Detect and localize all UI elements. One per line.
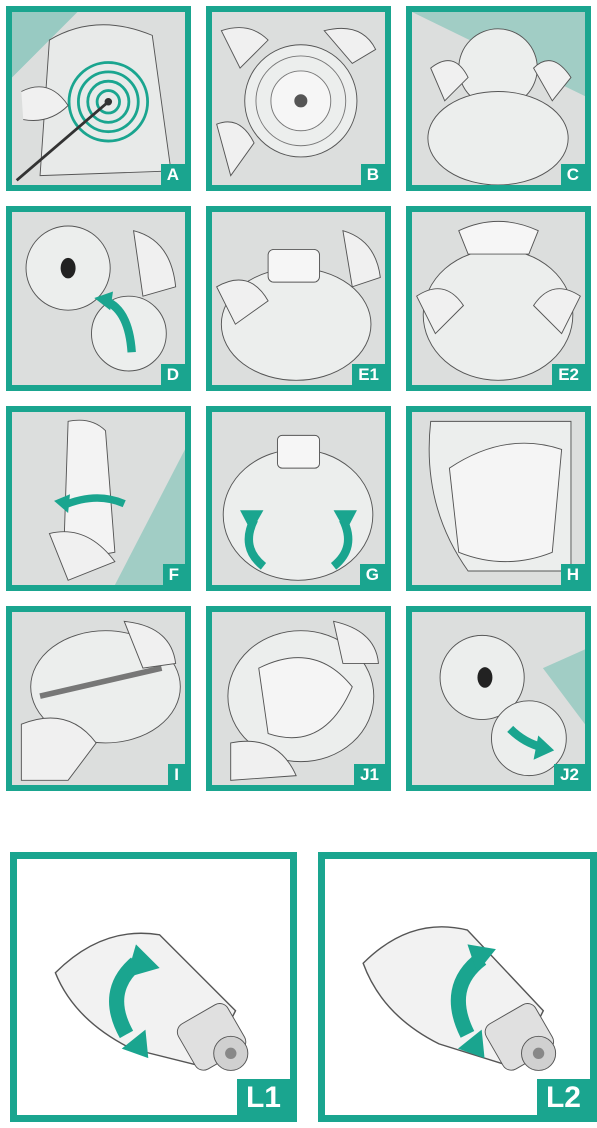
step-label-l1: L1 — [237, 1079, 290, 1115]
step-label-f: F — [163, 564, 185, 585]
step-d-panel: D — [6, 206, 191, 391]
cap-removal-illustration — [12, 612, 185, 785]
step-label-b: B — [361, 164, 385, 185]
lock-ring-illustration — [12, 212, 185, 385]
step-f-panel: F — [6, 406, 191, 591]
step-e2-panel: E2 — [406, 206, 591, 391]
closure-fold-illustration — [12, 412, 185, 585]
step-label-j2: J2 — [554, 764, 585, 785]
step-label-j1: J1 — [354, 764, 385, 785]
step-a-panel: A — [6, 6, 191, 191]
step-label-e2: E2 — [552, 364, 585, 385]
step-label-l2: L2 — [537, 1079, 590, 1115]
step-label-h: H — [561, 564, 585, 585]
step-g-panel: G — [206, 406, 391, 591]
ring-lock-illustration — [412, 612, 585, 785]
flange-cutting-illustration — [12, 12, 185, 185]
step-label-e1: E1 — [352, 364, 385, 385]
base-plate-illustration — [212, 12, 385, 185]
step-l2-panel: L2 — [318, 852, 597, 1122]
bag-fold-illustration — [412, 412, 585, 585]
step-j2-panel: J2 — [406, 606, 591, 791]
step-c-panel: C — [406, 6, 591, 191]
hand-twist-left-illustration — [17, 859, 290, 1115]
step-label-c: C — [561, 164, 585, 185]
step-h-panel: H — [406, 406, 591, 591]
bag-coupling-illustration — [412, 12, 585, 185]
step-l1-panel: L1 — [10, 852, 297, 1122]
bag-press-illustration — [412, 212, 585, 385]
step-i-panel: I — [6, 606, 191, 791]
hand-twist-right-illustration — [325, 859, 590, 1115]
step-e1-panel: E1 — [206, 206, 391, 391]
step-label-a: A — [161, 164, 185, 185]
step-j1-panel: J1 — [206, 606, 391, 791]
step-label-d: D — [161, 364, 185, 385]
bag-attach-illustration — [212, 212, 385, 385]
step-label-g: G — [360, 564, 385, 585]
step-label-i: I — [168, 764, 185, 785]
seal-placement-illustration — [212, 612, 385, 785]
bag-smoothing-illustration — [212, 412, 385, 585]
step-b-panel: B — [206, 6, 391, 191]
